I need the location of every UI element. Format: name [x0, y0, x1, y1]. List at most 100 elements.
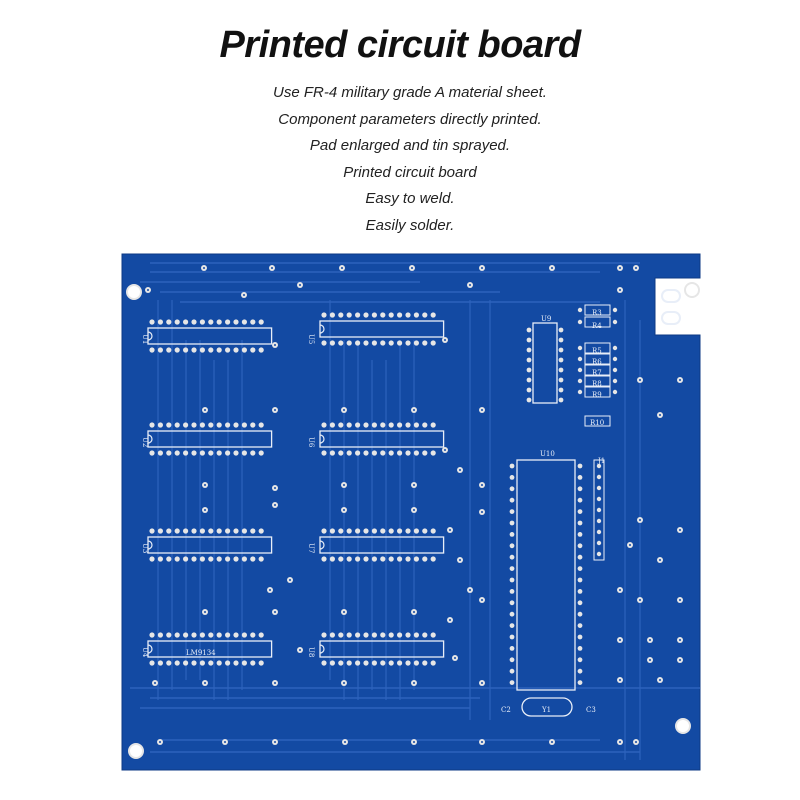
- chip-pin: [509, 509, 515, 514]
- chip-pin: [157, 528, 163, 534]
- chip-pin: [509, 611, 515, 617]
- chip-pin: [149, 632, 155, 638]
- chip-pin: [174, 347, 180, 353]
- copper-traces: [130, 262, 700, 760]
- chip-pin: [413, 556, 419, 562]
- via-hole: [659, 679, 661, 681]
- ic-notch: [319, 644, 325, 654]
- mounting-hole: [128, 743, 144, 759]
- chip-pin: [371, 556, 377, 562]
- chip-pin: [191, 528, 197, 534]
- chip-pin: [413, 340, 419, 346]
- via-hole: [459, 469, 461, 471]
- chip-pin: [380, 556, 386, 562]
- chip-pin: [208, 556, 214, 562]
- via-hole: [679, 639, 681, 641]
- ic-outline: [147, 640, 273, 658]
- chip-pin: [509, 646, 515, 651]
- resistor-pad: [577, 389, 583, 395]
- header-pin: [596, 551, 602, 557]
- via-hole: [299, 284, 301, 286]
- chip-pin: [329, 556, 335, 562]
- via-hole: [343, 611, 345, 613]
- via-hole: [274, 504, 276, 506]
- chip-pin: [577, 509, 583, 514]
- chip-pin: [250, 422, 256, 428]
- via-hole: [679, 659, 681, 661]
- chip-pin: [346, 660, 352, 666]
- ic-notch: [147, 331, 153, 341]
- chip-pin: [338, 528, 344, 534]
- chip-pin: [338, 340, 344, 346]
- chip-pin: [363, 340, 369, 346]
- chip-pin: [329, 632, 335, 638]
- chip-pin: [208, 528, 214, 534]
- chip-pin: [371, 450, 377, 456]
- ic-outline: [319, 430, 445, 448]
- via-hole: [649, 639, 651, 641]
- via-hole: [659, 414, 661, 416]
- header-pin: [596, 529, 602, 535]
- chip-pin: [338, 450, 344, 456]
- chip-pin: [430, 632, 436, 638]
- chip-pin: [166, 632, 172, 638]
- header-pin: [596, 518, 602, 524]
- ic-notch: [319, 434, 325, 444]
- chip-pin: [199, 450, 205, 456]
- via-hole: [411, 267, 413, 269]
- label-u8: U8: [307, 647, 315, 657]
- chip-pin: [363, 660, 369, 666]
- chip-pin: [250, 347, 256, 353]
- feature-item: Printed circuit board: [343, 163, 477, 181]
- via-hole: [274, 487, 276, 489]
- resistor-outline: [584, 415, 611, 427]
- resistor-pad: [612, 389, 618, 395]
- mounting-hole: [684, 282, 700, 298]
- chip-pin: [509, 532, 515, 537]
- label-r6: R6: [592, 358, 602, 366]
- chip-pin: [526, 347, 532, 353]
- via-hole: [413, 484, 415, 486]
- chip-pin: [509, 486, 515, 492]
- label-u5: U5: [307, 334, 315, 344]
- chip-pin: [208, 319, 214, 325]
- label-u1: U1: [141, 334, 149, 344]
- chip-pin: [216, 319, 222, 325]
- via-hole: [224, 741, 226, 743]
- chip-pin: [157, 660, 163, 666]
- ic-footprints: [147, 289, 681, 717]
- chip-pin: [250, 660, 256, 666]
- resistor-outline: [584, 342, 611, 354]
- via-hole: [649, 659, 651, 661]
- chip-pin: [258, 347, 264, 353]
- chip-pin: [558, 387, 564, 393]
- chip-pin: [509, 668, 515, 674]
- chip-pin: [577, 668, 583, 674]
- chip-pin: [430, 660, 436, 666]
- via-hole: [619, 741, 621, 743]
- ic-notch: [147, 540, 153, 550]
- chip-pin: [183, 450, 189, 456]
- chip-pin: [577, 463, 583, 469]
- chip-pin: [241, 347, 247, 353]
- via-hole: [639, 599, 641, 601]
- chip-pin: [174, 528, 180, 534]
- chip-pin: [157, 450, 163, 456]
- chip-pin: [233, 347, 239, 353]
- ic-outline: [516, 459, 576, 691]
- via-hole: [551, 741, 553, 743]
- chip-pin: [191, 422, 197, 428]
- chip-pin: [526, 387, 532, 393]
- chip-pin: [577, 566, 583, 571]
- via-hole: [413, 741, 415, 743]
- via-hole: [635, 741, 637, 743]
- via-hole: [203, 267, 205, 269]
- chip-pin: [422, 422, 428, 428]
- via-hole: [469, 589, 471, 591]
- via-hole: [639, 519, 641, 521]
- via-hole: [204, 409, 206, 411]
- label-u4: U4: [141, 647, 149, 658]
- switch-outline: [661, 311, 681, 325]
- chip-pin: [329, 312, 335, 318]
- label-r3: R3: [592, 309, 602, 317]
